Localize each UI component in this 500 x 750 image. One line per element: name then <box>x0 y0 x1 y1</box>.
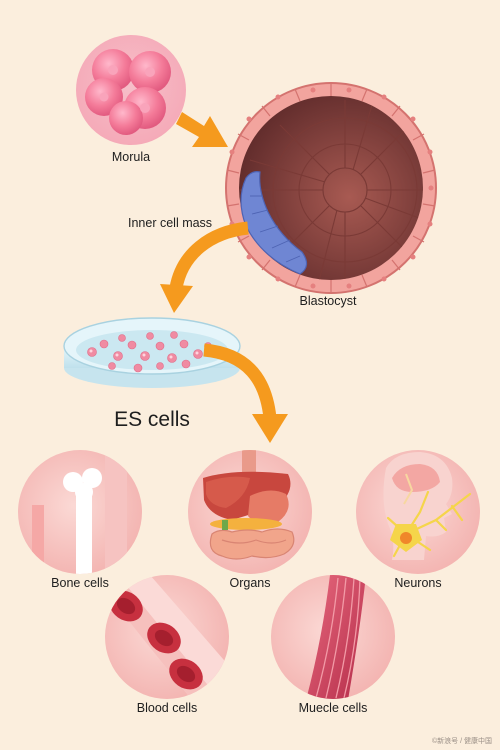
neurons-circle <box>356 450 480 574</box>
muscle-circle <box>271 575 395 699</box>
label-morula: Morula <box>111 150 151 164</box>
morula-illustration <box>76 35 186 145</box>
arrow-3 <box>203 343 277 419</box>
organs-circle <box>188 450 312 574</box>
label-bone-cells: Bone cells <box>51 576 109 590</box>
label-blood-cells: Blood cells <box>136 701 198 715</box>
label-organs: Organs <box>229 576 271 590</box>
label-muscle-cells: Muecle cells <box>298 701 368 715</box>
label-es-cells: ES cells <box>114 408 190 431</box>
watermark: ©新浪号 / 健康中国 <box>432 738 492 745</box>
bone-circle <box>18 450 142 574</box>
petri-dish <box>63 317 241 388</box>
blastocyst-illustration <box>225 82 437 294</box>
label-blastocyst: Blastocyst <box>299 294 357 308</box>
arrow-1 <box>176 112 228 147</box>
label-inner-cell-mass: Inner cell mass <box>128 216 213 230</box>
blood-circle <box>105 575 229 699</box>
arrow-2 <box>169 221 249 290</box>
label-neurons: Neurons <box>394 576 442 590</box>
